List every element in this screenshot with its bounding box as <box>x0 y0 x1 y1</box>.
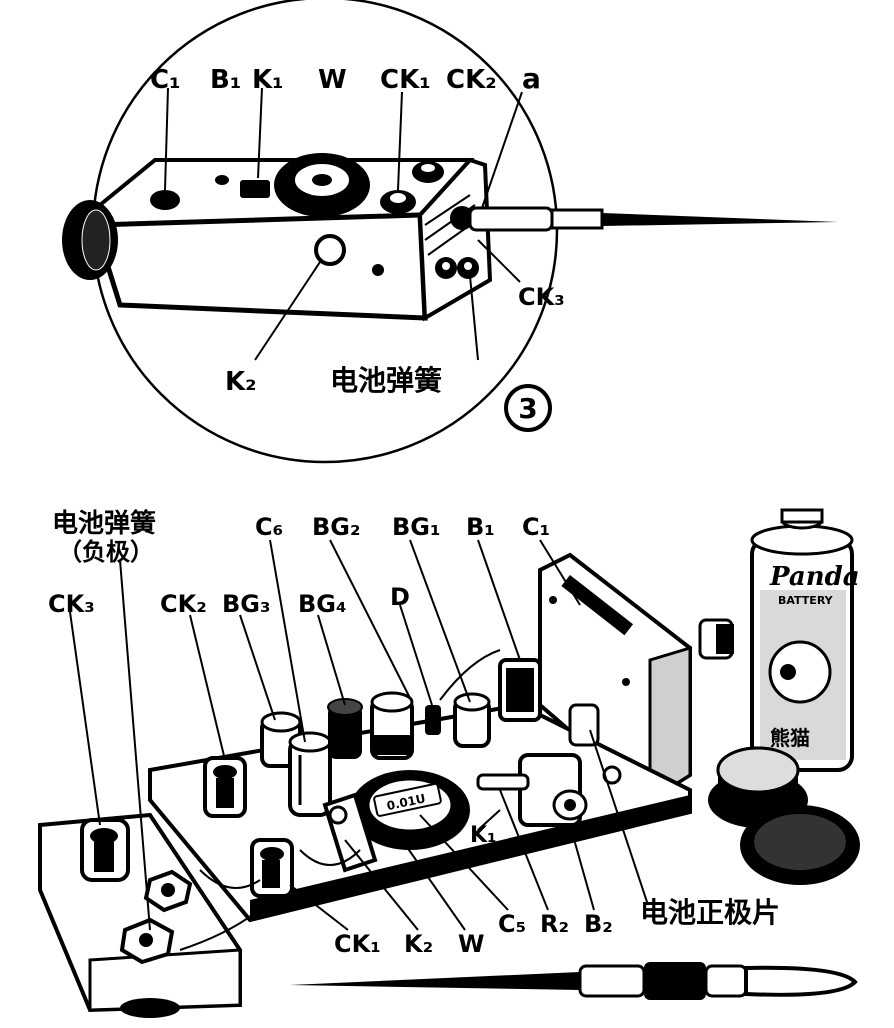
rear-panel <box>538 552 734 803</box>
label-b1: B₁ <box>210 65 241 95</box>
label-ck3-bottom: CK₃ <box>48 590 95 618</box>
label-d: D <box>390 583 410 611</box>
label-bg1: BG₁ <box>392 513 441 541</box>
bg1-transistor <box>453 692 491 748</box>
label-c5: C₅ <box>498 910 526 938</box>
label-c1-bottom: C₁ <box>522 513 550 541</box>
battery-cn: 熊猫 <box>770 726 810 750</box>
label-ck1: CK₁ <box>380 65 431 95</box>
c1-hole <box>150 190 180 210</box>
label-w-bottom: W <box>458 930 484 958</box>
label-bg3: BG₃ <box>222 590 271 618</box>
bottom-figure: Panda BATTERY 熊猫 <box>38 508 860 1018</box>
label-c6: C₆ <box>255 513 283 541</box>
bg3-transistor <box>260 711 302 768</box>
probe-bottom <box>290 962 858 1000</box>
probe-top <box>450 206 838 232</box>
ck3-jack <box>80 818 130 882</box>
label-a: a <box>522 62 541 95</box>
label-b2: B₂ <box>584 910 613 938</box>
label-b1-bottom: B₁ <box>466 513 495 541</box>
label-battery-spring-top: 电池弹簧 <box>330 364 442 397</box>
b1-coil <box>498 658 542 722</box>
label-ck2: CK₂ <box>446 65 497 95</box>
w-wheel <box>274 153 370 217</box>
k2-button <box>314 234 346 266</box>
label-w: W <box>318 65 347 95</box>
k1-slot <box>240 180 270 198</box>
side-hole <box>372 264 384 276</box>
label-ck3: CK₃ <box>518 283 565 311</box>
label-k1: K₁ <box>252 65 284 95</box>
volume-knob <box>708 746 860 885</box>
ck2-jack <box>412 161 444 183</box>
label-ck2-bottom: CK₂ <box>160 590 207 618</box>
label-negative: （负极） <box>58 538 154 566</box>
battery: Panda BATTERY 熊猫 <box>750 508 860 772</box>
top-leaders <box>164 87 523 361</box>
label-battery-positive: 电池正极片 <box>640 896 780 929</box>
bg2-transistor <box>370 691 414 760</box>
wires <box>179 649 501 951</box>
bottom-leaders <box>69 539 649 931</box>
bg4-transistor <box>327 698 363 759</box>
battery-sub: BATTERY <box>778 594 834 607</box>
ck2-jack-board <box>203 756 247 818</box>
d-diode <box>425 705 441 735</box>
label-bg2: BG₂ <box>312 513 361 541</box>
label-battery-spring-bottom: 电池弹簧 <box>52 508 156 539</box>
top-figure: C₁ B₁ K₁ W CK₁ CK₂ a CK₃ K₂ 电池弹簧 3 <box>62 0 838 464</box>
label-r2: R₂ <box>540 910 569 938</box>
label-k2-bottom: K₂ <box>404 930 433 958</box>
figure-number-badge: 3 <box>504 384 552 432</box>
label-ck1-bottom: CK₁ <box>334 930 381 958</box>
label-k1-bottom: K₁ <box>470 823 497 848</box>
w-wheel-board: 0.01U <box>350 770 470 850</box>
ck1-jack-board <box>250 838 294 898</box>
c6-capacitor <box>288 731 332 817</box>
label-k2: K₂ <box>225 367 257 397</box>
b1-hole <box>215 175 229 185</box>
r2-resistor <box>476 773 530 791</box>
ck1-jack <box>380 190 416 214</box>
k2-switch <box>322 792 378 873</box>
b2-coil <box>518 753 588 827</box>
label-bg4: BG₄ <box>298 590 347 618</box>
label-c1: C₁ <box>150 65 180 95</box>
battery-brand: Panda <box>769 562 860 592</box>
figure-number: 3 <box>518 392 537 425</box>
